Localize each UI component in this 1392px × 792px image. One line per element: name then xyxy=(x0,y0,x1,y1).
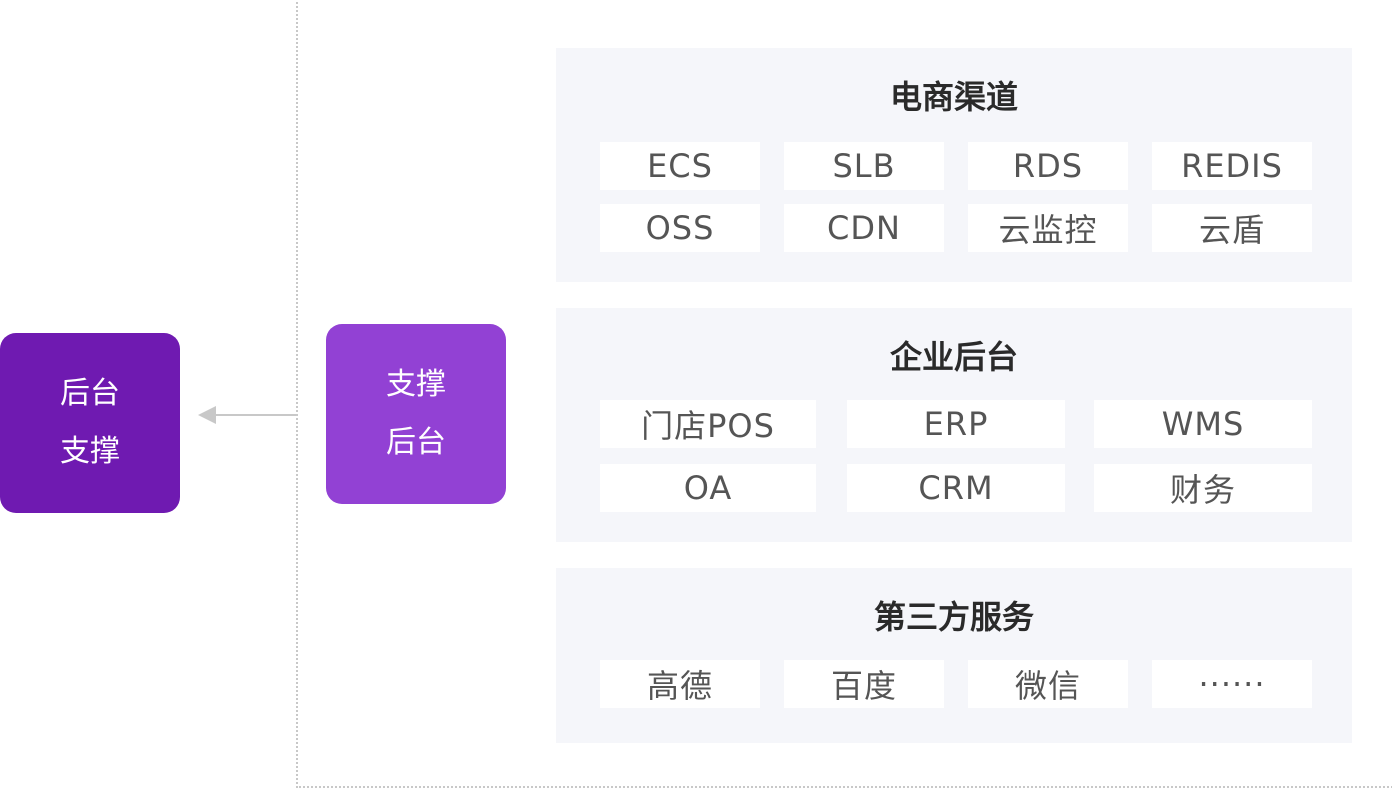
node-line-1: 支撑 xyxy=(386,367,446,402)
dashed-boundary xyxy=(296,0,1392,788)
arrow-left-icon xyxy=(198,406,296,424)
item-cell: 财务 xyxy=(1094,464,1312,512)
item-cell: 百度 xyxy=(784,660,944,708)
item-cell: 微信 xyxy=(968,660,1128,708)
group-enterprise-backend: 企业后台 门店POS ERP WMS OA CRM 财务 xyxy=(556,308,1352,542)
node-line-1: 后台 xyxy=(60,376,120,411)
item-cell: OA xyxy=(600,464,816,512)
group-third-party-services: 第三方服务 高德 百度 微信 ······ xyxy=(556,568,1352,743)
group-ecommerce-channels: 电商渠道 ECS SLB RDS REDIS OSS CDN 云监控 云盾 xyxy=(556,48,1352,282)
group-title: 企业后台 xyxy=(889,338,1018,376)
backend-support-node: 后台 支撑 xyxy=(0,333,180,513)
item-cell: 云监控 xyxy=(968,204,1128,252)
item-cell: SLB xyxy=(784,142,944,190)
item-cell: RDS xyxy=(968,142,1128,190)
item-cell: ······ xyxy=(1152,660,1312,708)
item-cell: CRM xyxy=(847,464,1065,512)
item-cell: ERP xyxy=(847,400,1065,448)
support-backend-node: 支撑 后台 xyxy=(326,324,506,504)
item-cell: REDIS xyxy=(1152,142,1312,190)
item-cell: CDN xyxy=(784,204,944,252)
group-title: 第三方服务 xyxy=(873,598,1034,636)
node-line-2: 支撑 xyxy=(60,434,120,469)
item-cell: WMS xyxy=(1094,400,1312,448)
item-cell: 高德 xyxy=(600,660,760,708)
group-title: 电商渠道 xyxy=(889,78,1018,116)
item-cell: OSS xyxy=(600,204,760,252)
node-line-2: 后台 xyxy=(386,425,446,460)
item-cell: 门店POS xyxy=(600,400,816,448)
item-cell: 云盾 xyxy=(1152,204,1312,252)
item-cell: ECS xyxy=(600,142,760,190)
